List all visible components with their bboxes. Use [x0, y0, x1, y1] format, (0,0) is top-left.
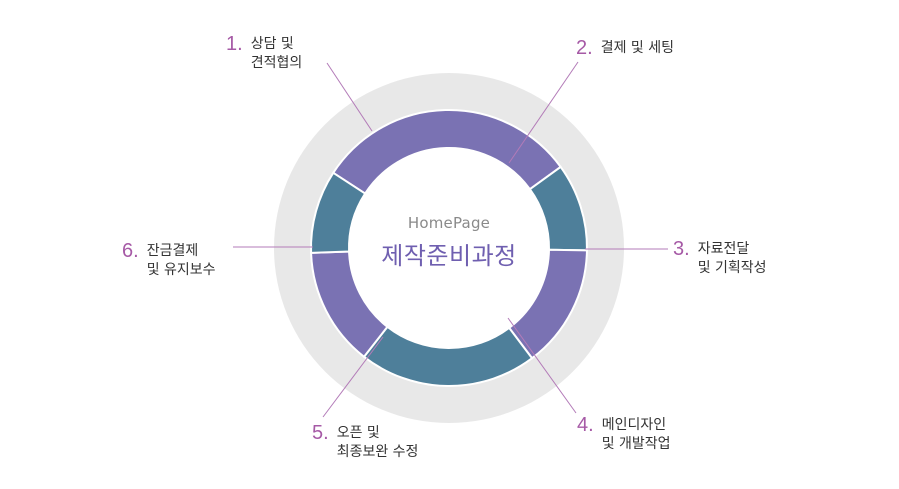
center-title: 제작준비과정 — [381, 242, 517, 270]
step-3-line1: 자료전달 — [697, 241, 750, 257]
step-5-line1: 오픈 및 — [336, 425, 380, 441]
step-1-line2: 견적협의 — [250, 55, 303, 71]
step-1-line1: 상담 및 — [250, 36, 294, 52]
step-2-number: 2. — [576, 37, 593, 59]
step-2-text: 결제 및 세팅 — [601, 37, 674, 58]
step-6-line2: 및 유지보수 — [146, 262, 216, 278]
step-1-number: 1. — [226, 33, 243, 55]
step-6-line1: 잔금결제 — [146, 243, 199, 259]
step-1-text: 상담 및 견적협의 — [251, 33, 303, 73]
step-2: 2. 결제 및 세팅 — [576, 37, 674, 59]
step-4-line2: 및 개발작업 — [601, 436, 671, 452]
step-1: 1. 상담 및 견적협의 — [226, 33, 302, 73]
step-5-text: 오픈 및 최종보완 수정 — [337, 422, 419, 462]
step-4: 4. 메인디자인 및 개발작업 — [577, 414, 671, 454]
connector-line-5 — [322, 336, 384, 418]
step-5-number: 5. — [312, 422, 329, 444]
connector-line-4 — [507, 317, 577, 414]
step-5-line2: 최종보완 수정 — [336, 444, 419, 460]
step-3-line2: 및 기획작성 — [697, 260, 767, 276]
ring-segments — [310, 109, 588, 387]
step-4-number: 4. — [577, 414, 594, 436]
step-3: 3. 자료전달 및 기획작성 — [673, 238, 767, 278]
step-6-number: 6. — [122, 240, 139, 262]
step-3-number: 3. — [673, 238, 690, 260]
step-4-text: 메인디자인 및 개발작업 — [602, 414, 671, 454]
connector-line-1 — [326, 62, 373, 132]
connector-lines — [233, 61, 668, 418]
center-subtitle: HomePage — [407, 214, 491, 232]
inner-white-disc — [349, 148, 549, 348]
step-4-line1: 메인디자인 — [601, 417, 667, 433]
step-3-text: 자료전달 및 기획작성 — [698, 238, 767, 278]
connector-line-2 — [508, 61, 579, 164]
step-6: 6. 잔금결제 및 유지보수 — [122, 240, 216, 280]
step-2-line1: 결제 및 세팅 — [600, 40, 674, 56]
step-6-text: 잔금결제 및 유지보수 — [147, 240, 216, 280]
step-5: 5. 오픈 및 최종보완 수정 — [312, 422, 418, 462]
